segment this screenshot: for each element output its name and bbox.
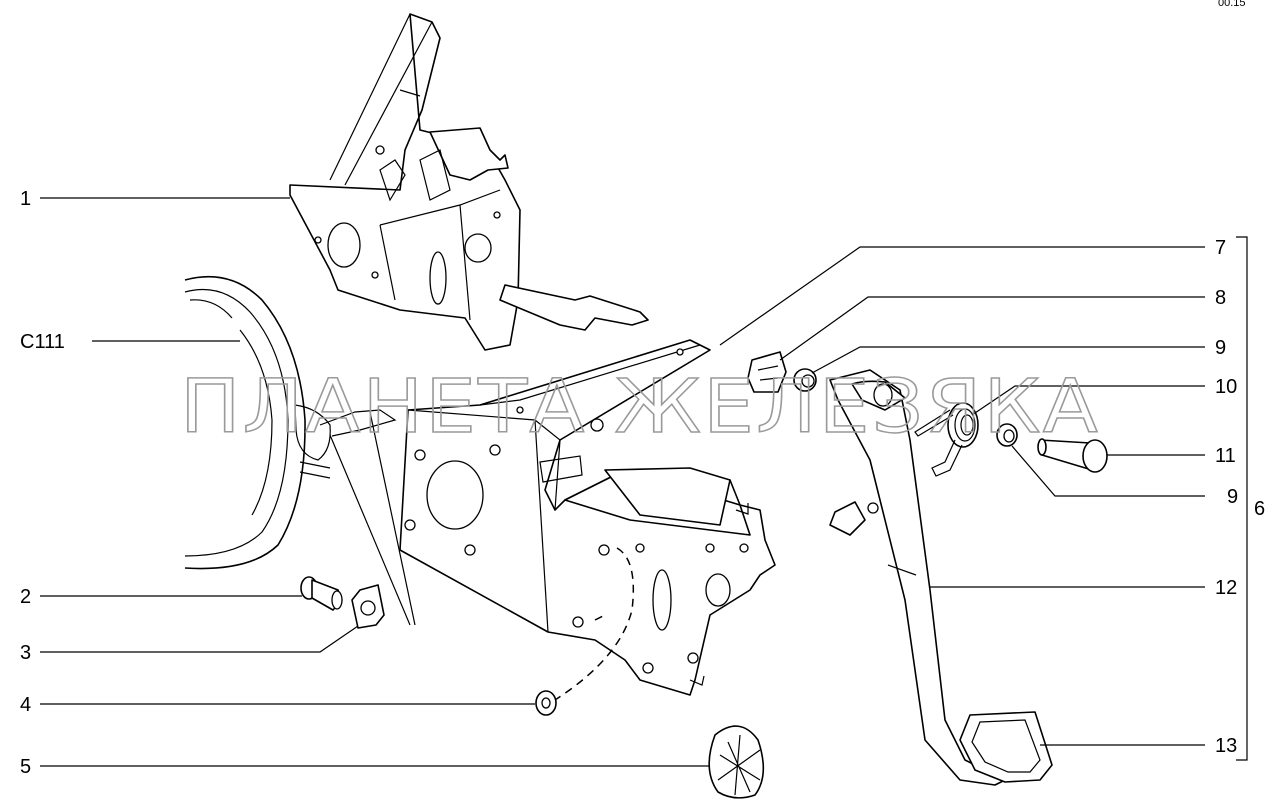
reference-code: 00.15: [1218, 0, 1246, 9]
pin-part-2: [300, 576, 343, 611]
callout-1: 1: [20, 188, 31, 210]
clip-part-8: [747, 351, 787, 393]
callout-6: 6: [1254, 498, 1265, 520]
callout-9-top: 9: [1215, 337, 1226, 359]
bushing-part-9-lower: [996, 423, 1018, 447]
watermark-text: ПЛАНЕТА ЖЕЛЕЗЯКА: [180, 364, 1100, 450]
callout-13: 13: [1215, 735, 1237, 757]
callout-3: 3: [20, 642, 31, 664]
callout-2: 2: [20, 586, 31, 608]
callout-C111: C111: [20, 331, 65, 353]
pedal-assembly-part-1: [289, 13, 649, 351]
callout-7: 7: [1215, 237, 1226, 259]
pedal-bracket-part-7: [399, 339, 776, 701]
callout-8: 8: [1215, 287, 1226, 309]
pin-part-11: [1037, 438, 1108, 473]
callout-11: 11: [1215, 445, 1236, 467]
bushing-part-9-top: [793, 368, 817, 392]
grommet-part-5: [708, 725, 765, 799]
callout-10: 10: [1215, 376, 1237, 398]
callout-5: 5: [20, 756, 31, 778]
pedal-pad-part-13: [959, 711, 1053, 783]
brake-booster-C111: [184, 275, 416, 626]
callout-4: 4: [20, 694, 31, 716]
nut-part-4: [535, 690, 557, 716]
callout-9-lower: 9: [1227, 486, 1238, 508]
clip-part-3: [351, 584, 385, 629]
callout-12: 12: [1215, 577, 1237, 599]
pedal-lever-part-12: [829, 369, 1006, 786]
spring-part-10: [914, 402, 979, 477]
leader-lines: [40, 197, 1248, 767]
